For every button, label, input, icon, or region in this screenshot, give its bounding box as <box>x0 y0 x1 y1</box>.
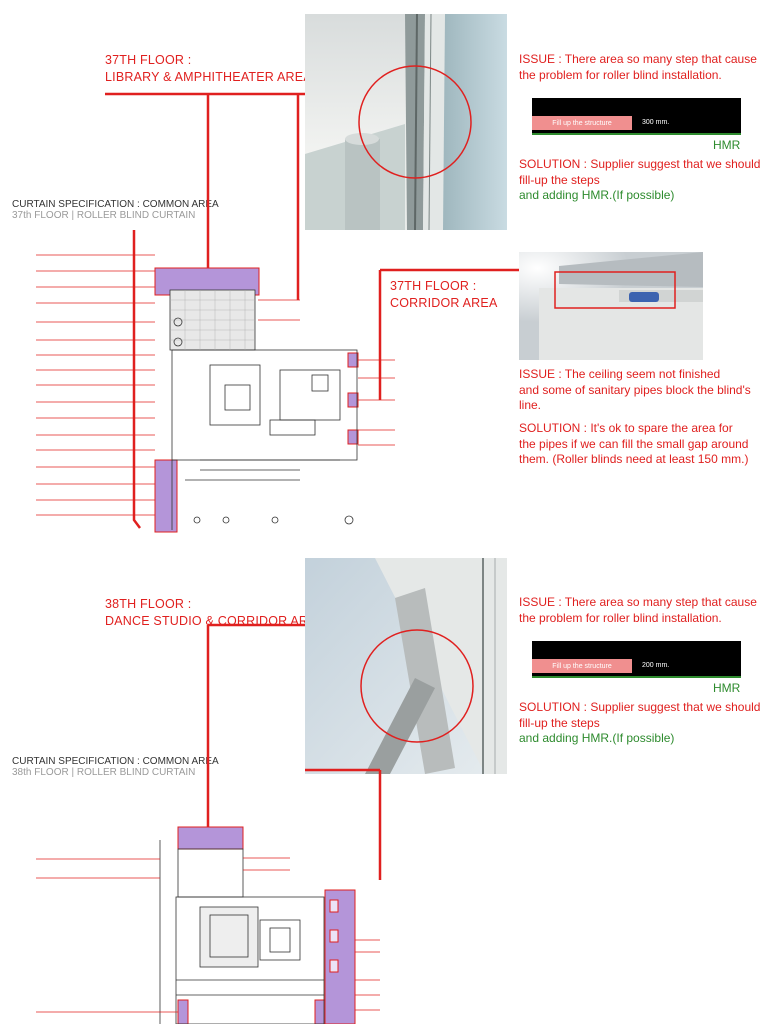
issue-highlight-box <box>554 271 676 309</box>
issue-text-37-corridor: ISSUE : The ceiling seem not finished an… <box>519 367 751 412</box>
curtain-spec-header-38: CURTAIN SPECIFICATION : COMMON AREA 38th… <box>12 756 219 778</box>
fill-structure-label: Fill up the structure <box>532 116 632 130</box>
building-outline-37 <box>169 289 358 530</box>
floor-plan-37 <box>36 92 520 533</box>
curtain-spec-header-37: CURTAIN SPECIFICATION : COMMON AREA 37th… <box>12 199 219 221</box>
floor-title-37-corridor: 37TH FLOOR : CORRIDOR AREA <box>390 279 498 310</box>
solution-text-38: SOLUTION : Supplier suggest that we shou… <box>519 700 761 745</box>
highlight-blocks-38 <box>177 826 356 1024</box>
floor-title-37-library: 37TH FLOOR : LIBRARY & AMPHITHEATER AREA <box>105 53 312 84</box>
site-photo-37-corridor <box>519 252 703 360</box>
label-list-left-37 <box>36 254 155 516</box>
issue-text-37-library: ISSUE : There area so many step that cau… <box>519 52 757 82</box>
site-photo-38 <box>305 558 507 774</box>
issue-highlight-circle <box>360 629 474 743</box>
issue-text-38: ISSUE : There area so many step that cau… <box>519 595 757 625</box>
label-list-right-37 <box>258 299 395 446</box>
hatch-pattern-37 <box>170 290 255 350</box>
issue-highlight-circle <box>358 65 472 179</box>
hmr-line <box>532 676 741 678</box>
connector-lines-38 <box>206 623 382 880</box>
connector-lines-37 <box>105 92 520 529</box>
fill-structure-diagram-200: Fill up the structure 200 mm. <box>532 641 741 678</box>
floor-plan-38 <box>36 623 382 1024</box>
site-photo-37-library <box>305 14 507 230</box>
hmr-line <box>532 133 741 135</box>
building-outline-38 <box>159 840 325 1024</box>
dimension-label: 200 mm. <box>642 662 670 669</box>
label-lines-38 <box>36 857 380 1013</box>
dimension-label: 300 mm. <box>642 119 670 126</box>
fill-structure-diagram-300: Fill up the structure 300 mm. <box>532 98 741 135</box>
hmr-label: HMR <box>713 138 741 152</box>
fill-structure-label: Fill up the structure <box>532 659 632 673</box>
solution-text-37-library: SOLUTION : Supplier suggest that we shou… <box>519 157 761 202</box>
hmr-label: HMR <box>713 681 741 695</box>
solution-text-37-corridor: SOLUTION : It's ok to spare the area for… <box>519 421 749 466</box>
